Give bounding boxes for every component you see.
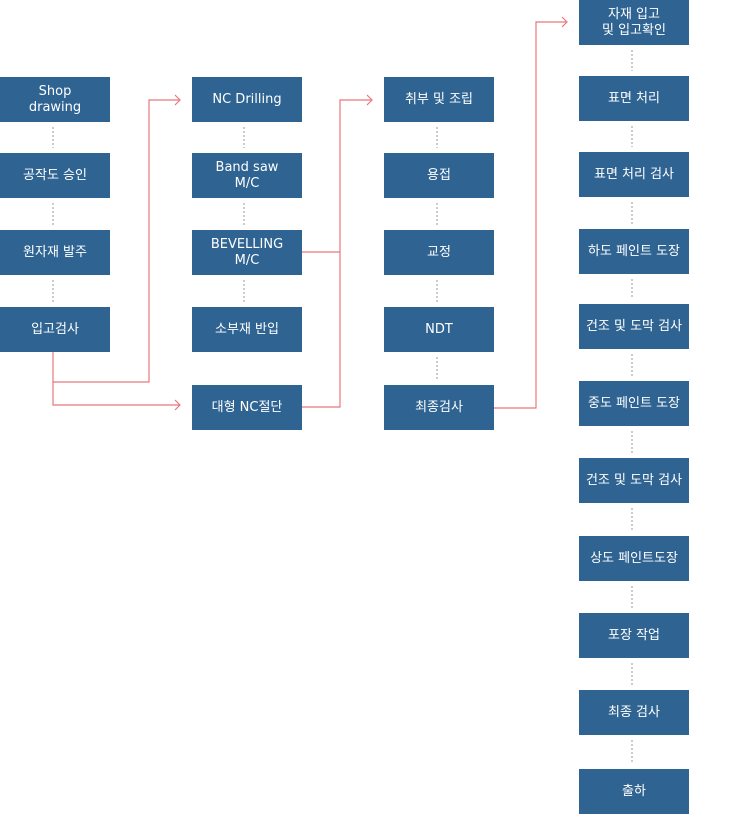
- step-small-parts-delivery: 소부재 반입: [192, 307, 302, 352]
- arrowhead-material-receipt: [561, 16, 568, 28]
- arrowhead-fitup: [366, 94, 373, 106]
- step-surface-treatment: 표면 처리: [579, 76, 689, 121]
- step-primer-coating: 하도 페인트 도장: [579, 229, 689, 274]
- arrowhead-large-nc-cutting: [174, 399, 181, 411]
- step-incoming-inspection: 입고검사: [0, 307, 110, 352]
- step-top-coating: 상도 페인트도장: [579, 536, 689, 581]
- arrow-final-inspection-to-material-receipt: [494, 21, 567, 409]
- step-welding: 용접: [384, 153, 494, 198]
- step-raw-material-order: 원자재 발주: [0, 230, 110, 275]
- arrow-large-cutting-to-fitup: [302, 99, 372, 408]
- step-shop-drawing: Shop drawing: [0, 77, 110, 122]
- step-bevelling: BEVELLING M/C: [192, 230, 302, 275]
- step-drying-film-inspection-1: 건조 및 도막 검사: [579, 304, 689, 349]
- step-drawing-approval: 공작도 승인: [0, 153, 110, 198]
- arrow-incoming-to-nc-drilling: [52, 99, 180, 383]
- step-intermediate-coating: 중도 페인트 도장: [579, 381, 689, 426]
- step-packing: 포장 작업: [579, 613, 689, 658]
- arrow-incoming-to-large-nc-cutting: [52, 382, 180, 406]
- step-ndt: NDT: [384, 307, 494, 352]
- step-final-check: 최종 검사: [579, 690, 689, 735]
- step-large-nc-cutting: 대형 NC절단: [192, 385, 302, 430]
- step-final-inspection: 최종검사: [384, 385, 494, 430]
- step-shipment: 출하: [579, 769, 689, 814]
- step-nc-drilling: NC Drilling: [192, 77, 302, 122]
- step-material-receipt: 자재 입고 및 입고확인: [579, 0, 689, 45]
- step-band-saw: Band saw M/C: [192, 153, 302, 198]
- step-drying-film-inspection-2: 건조 및 도막 검사: [579, 458, 689, 503]
- step-fitup-assembly: 취부 및 조립: [384, 77, 494, 122]
- step-straightening: 교정: [384, 230, 494, 275]
- arrowhead-nc-drilling: [174, 94, 181, 106]
- step-surface-treatment-inspection: 표면 처리 검사: [579, 152, 689, 197]
